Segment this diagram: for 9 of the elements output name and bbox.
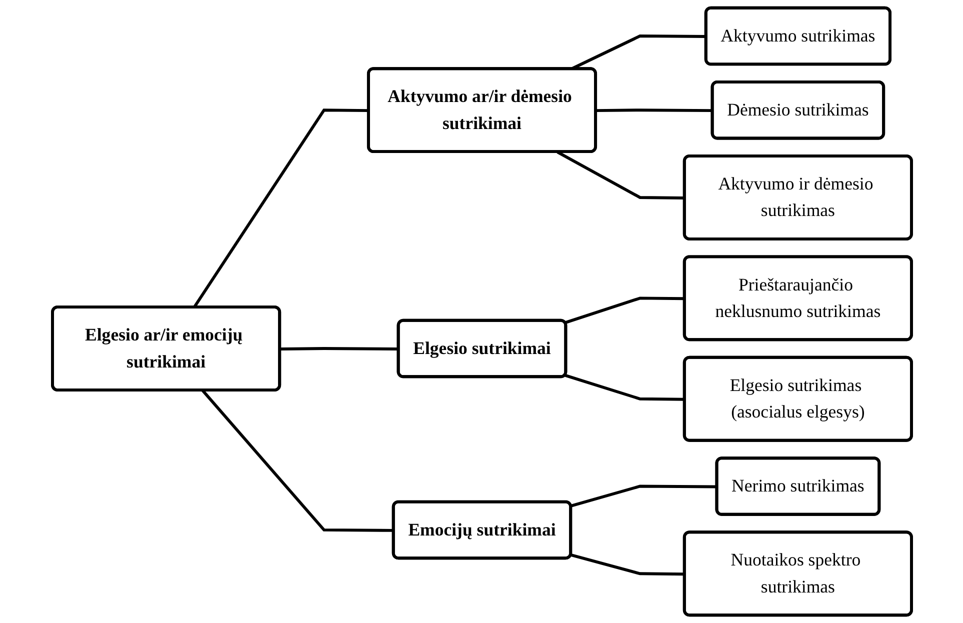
connector xyxy=(556,150,684,200)
connector xyxy=(192,108,368,308)
connector xyxy=(570,484,717,508)
connector xyxy=(570,553,684,576)
connector xyxy=(596,108,712,112)
connector xyxy=(564,374,684,401)
connector xyxy=(280,347,398,350)
connector xyxy=(564,296,684,324)
connector xyxy=(201,390,394,532)
